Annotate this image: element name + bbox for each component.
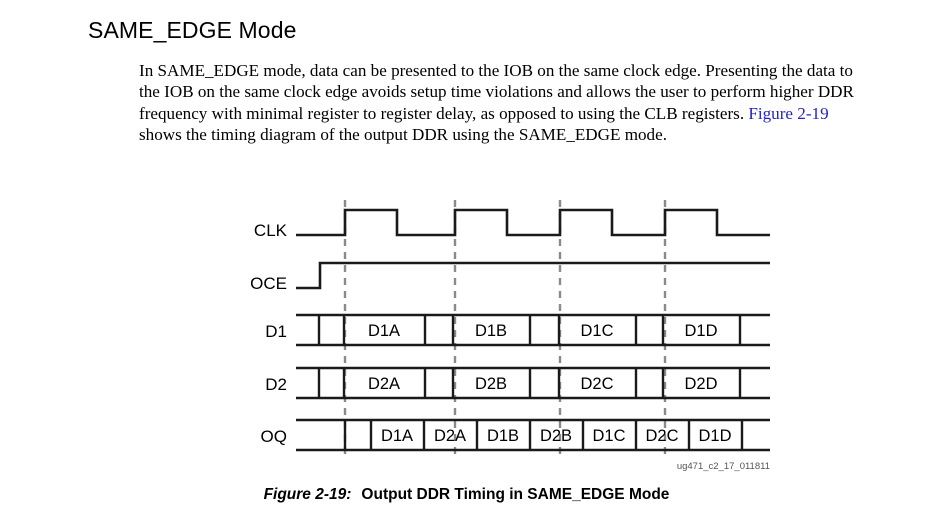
oq-cell-3: D2B <box>540 427 572 445</box>
paragraph-text-before-link: In SAME_EDGE mode, data can be presented… <box>139 61 854 123</box>
paragraph-text-after-link: shows the timing diagram of the output D… <box>139 124 667 144</box>
signal-label-oce: OCE <box>250 274 287 293</box>
oq-cell-labels: D1A D2A D1B D2B D1C D2C D1D <box>381 427 732 445</box>
waveform-oce <box>296 261 770 290</box>
figure-caption-number: Figure 2-19: <box>263 486 352 503</box>
signal-label-d2: D2 <box>265 375 287 394</box>
figure-caption: Figure 2-19: Output DDR Timing in SAME_ED… <box>0 486 933 504</box>
figure-cross-reference-link[interactable]: Figure 2-19 <box>748 103 829 123</box>
d1-cell-labels: D1A D1B D1C D1D <box>368 322 718 340</box>
body-paragraph: In SAME_EDGE mode, data can be presented… <box>139 60 869 145</box>
d2-cell-0: D2A <box>368 375 400 393</box>
timing-diagram: CLK OCE D1 D1A D1B D1C D1D D2 <box>0 190 933 480</box>
d2-cell-3: D2D <box>684 375 717 393</box>
waveform-d1 <box>296 313 770 347</box>
oq-cell-6: D1D <box>698 427 731 445</box>
oq-cell-5: D2C <box>645 427 678 445</box>
oq-cell-4: D1C <box>592 427 625 445</box>
timing-diagram-svg: CLK OCE D1 D1A D1B D1C D1D D2 <box>250 200 770 472</box>
signal-label-oq: OQ <box>261 427 287 446</box>
waveform-d2 <box>296 366 770 400</box>
oq-cell-2: D1B <box>487 427 519 445</box>
d2-cell-labels: D2A D2B D2C D2D <box>368 375 718 393</box>
d1-cell-3: D1D <box>684 322 717 340</box>
d2-cell-1: D2B <box>475 375 507 393</box>
clock-edge-gridlines <box>343 200 667 455</box>
figure-caption-title: Output DDR Timing in SAME_EDGE Mode <box>361 486 670 503</box>
d1-cell-2: D1C <box>580 322 613 340</box>
figure-source-id: ug471_c2_17_011811 <box>677 461 770 472</box>
d1-cell-0: D1A <box>368 322 400 340</box>
waveform-oq <box>296 418 770 452</box>
waveform-clk <box>296 208 770 237</box>
signal-label-clk: CLK <box>254 221 288 240</box>
page-title: SAME_EDGE Mode <box>88 17 297 43</box>
signal-label-d1: D1 <box>265 322 287 341</box>
d1-cell-1: D1B <box>475 322 507 340</box>
d2-cell-2: D2C <box>580 375 613 393</box>
oq-cell-1: D2A <box>434 427 466 445</box>
oq-cell-0: D1A <box>381 427 413 445</box>
